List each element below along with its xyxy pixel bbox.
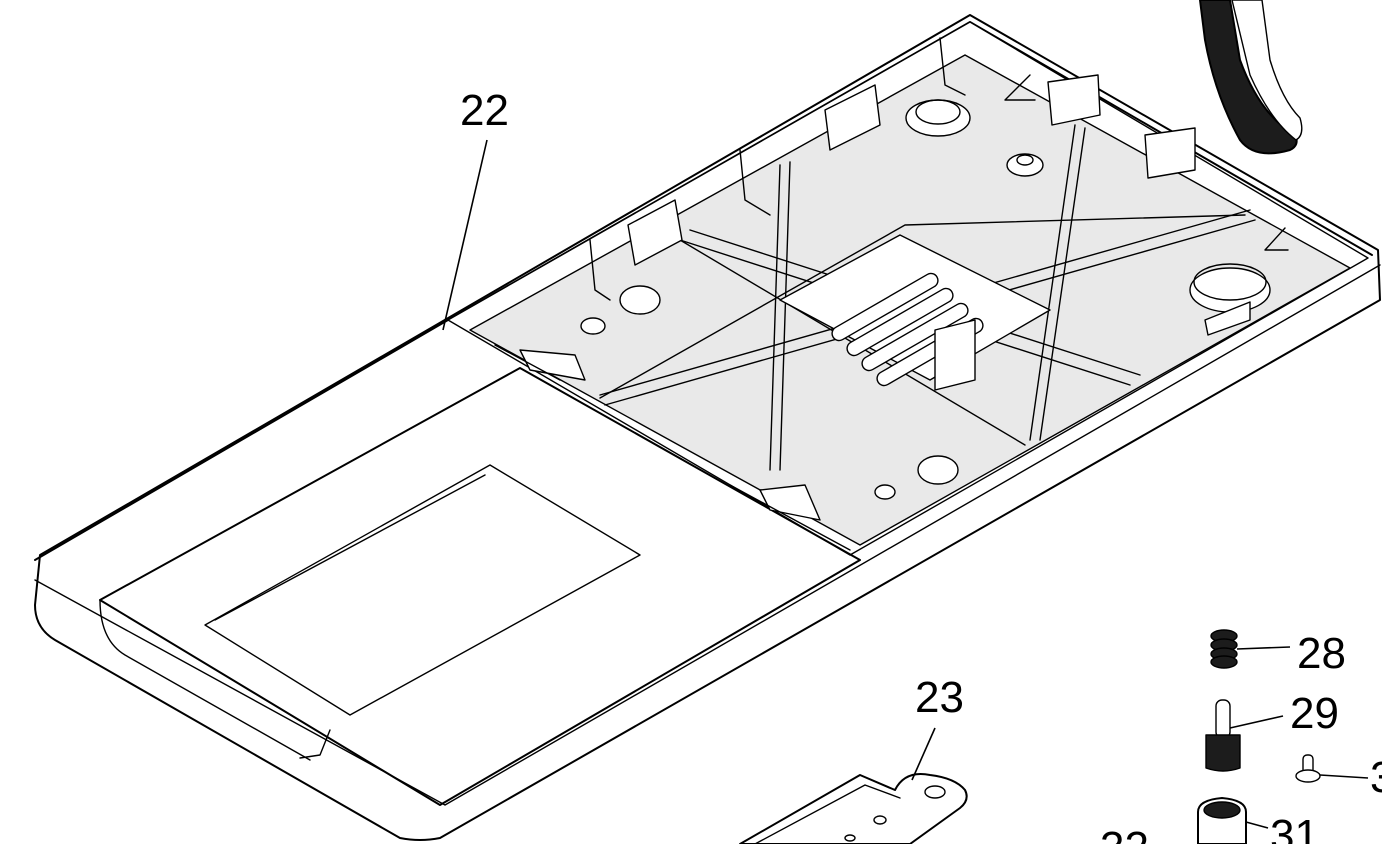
sleeve-part: [1197, 797, 1247, 844]
timing-belt-part: [1199, 0, 1303, 155]
base-tray-part: [34, 14, 1381, 841]
callout-30: 3: [1370, 753, 1382, 802]
spring-part: [1210, 629, 1238, 669]
callout-29: 29: [1290, 689, 1339, 738]
vent-slots: [831, 272, 984, 387]
callout-22: 22: [460, 86, 509, 135]
leader-29: [1229, 715, 1284, 729]
leader-31: [1245, 821, 1269, 829]
callout-31: 31: [1270, 811, 1319, 844]
callout-28: 28: [1297, 629, 1346, 678]
leader-30: [1319, 774, 1369, 779]
callout-32: 32: [1100, 823, 1149, 844]
screw-part: [1295, 754, 1321, 783]
callout-23: 23: [915, 673, 964, 722]
knurled-pin-part: [1205, 699, 1241, 772]
leader-23: [911, 727, 936, 781]
leader-28: [1236, 646, 1291, 650]
leader-22: [442, 139, 488, 331]
bracket-part: [739, 773, 968, 844]
